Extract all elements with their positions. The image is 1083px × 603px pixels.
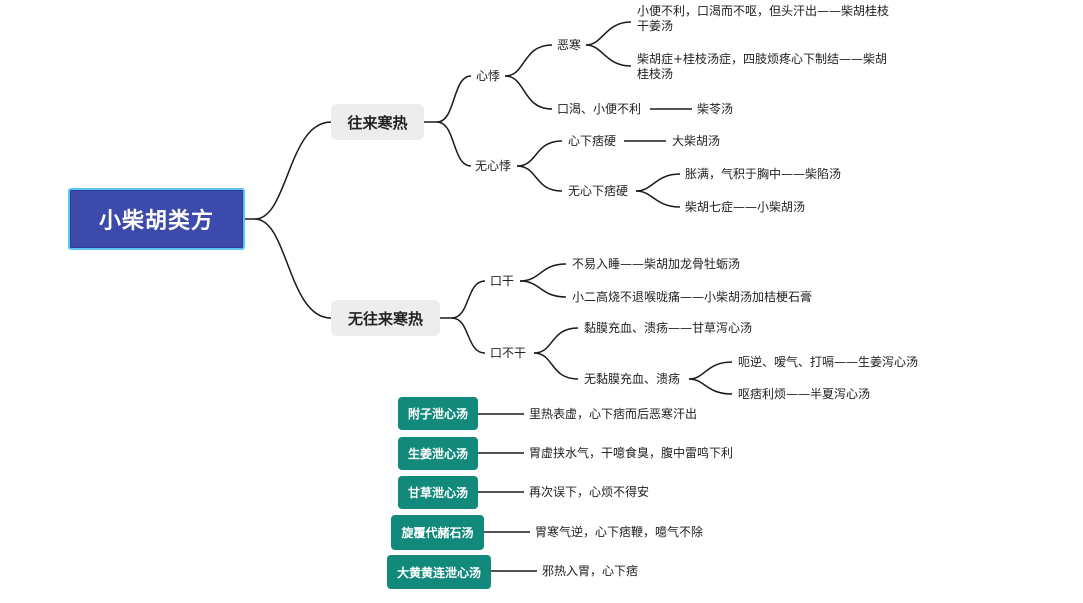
connector-line	[519, 280, 567, 298]
leaf-formula-item[interactable]: 胀满，气积于胸中——柴陷汤	[685, 167, 842, 181]
formula-indication: 邪热入胃，心下痞	[542, 564, 639, 578]
topic-palpitation[interactable]: 心悸	[476, 69, 501, 83]
formula-indication: 胃虚挟水气，干噫食臭，腹中雷鸣下利	[529, 446, 734, 460]
topic-thirst[interactable]: 口渴、小便不利	[557, 102, 642, 116]
leaf-formula-item[interactable]: 大柴胡汤	[672, 134, 721, 148]
leaf-formula-item[interactable]: 柴胡七症——小柴胡汤	[685, 200, 806, 214]
connector-line	[424, 75, 472, 123]
connector-line	[585, 21, 632, 46]
connector-line	[533, 327, 579, 354]
branch-alternating-chills-fever[interactable]: 往来寒热	[331, 104, 424, 140]
leaf-formula-item[interactable]: 柴胡症+桂枝汤症，四肢烦疼心下制结——柴胡桂枝汤	[637, 52, 888, 81]
topic-no-epigastric-hardness[interactable]: 无心下痞硬	[568, 184, 629, 198]
root-topic[interactable]: 小柴胡类方	[68, 188, 245, 250]
connector-line	[516, 165, 563, 192]
connector-line	[504, 44, 553, 77]
leaf-formula-item[interactable]: 黏膜充血、溃疡——甘草泻心汤	[584, 321, 753, 335]
leaf-formula-item[interactable]: 呕痞利烦——半夏泻心汤	[738, 387, 871, 401]
connector-line	[245, 121, 332, 220]
leaf-formula-item[interactable]: 不易入睡——柴胡加龙骨牡蛎汤	[572, 257, 741, 271]
formula-box[interactable]: 旋覆代赭石汤	[391, 515, 484, 550]
topic-epigastric-hardness[interactable]: 心下痞硬	[568, 134, 617, 148]
topic-aversion-to-cold[interactable]: 恶寒	[557, 38, 582, 52]
connector-line	[254, 218, 332, 319]
formula-box[interactable]: 大黄黄连泄心汤	[387, 555, 491, 589]
formula-box[interactable]: 甘草泄心汤	[398, 476, 478, 509]
formula-indication: 里热表虚，心下痞而后恶寒汗出	[529, 407, 698, 421]
leaf-formula-item[interactable]: 柴苓汤	[697, 102, 734, 116]
connector-line	[688, 378, 733, 395]
formula-box[interactable]: 附子泄心汤	[398, 397, 478, 430]
branch-no-alternating-chills-fever[interactable]: 无往来寒热	[331, 300, 440, 336]
formula-indication: 再次误下，心烦不得安	[529, 485, 650, 499]
topic-dry-mouth[interactable]: 口干	[490, 274, 515, 288]
connector-line	[451, 317, 486, 354]
formula-box[interactable]: 生姜泄心汤	[398, 437, 478, 470]
connector-line	[440, 280, 486, 319]
formula-indication: 胃寒气逆，心下痞鞭，噫气不除	[535, 525, 704, 539]
connector-line	[635, 173, 681, 192]
connector-line	[533, 352, 579, 380]
connector-line	[635, 190, 681, 208]
connector-line	[585, 44, 632, 67]
topic-no-dry-mouth[interactable]: 口不干	[490, 346, 527, 360]
leaf-formula-item[interactable]: 小便不利，口渴而不呕，但头汗出——柴胡桂枝干姜汤	[637, 4, 890, 33]
connector-line	[516, 140, 563, 167]
topic-no-mucosal-lesion[interactable]: 无黏膜充血、溃疡	[584, 372, 681, 386]
connector-line	[504, 75, 553, 110]
connector-line	[519, 263, 567, 282]
leaf-formula-item[interactable]: 小二高烧不退喉咙痛——小柴胡汤加桔梗石膏	[572, 290, 813, 304]
leaf-formula-item[interactable]: 呃逆、嗳气、打嗝——生姜泻心汤	[738, 355, 919, 369]
connector-line	[688, 361, 733, 380]
connector-line	[436, 121, 472, 167]
topic-no-palpitation[interactable]: 无心悸	[475, 159, 512, 173]
